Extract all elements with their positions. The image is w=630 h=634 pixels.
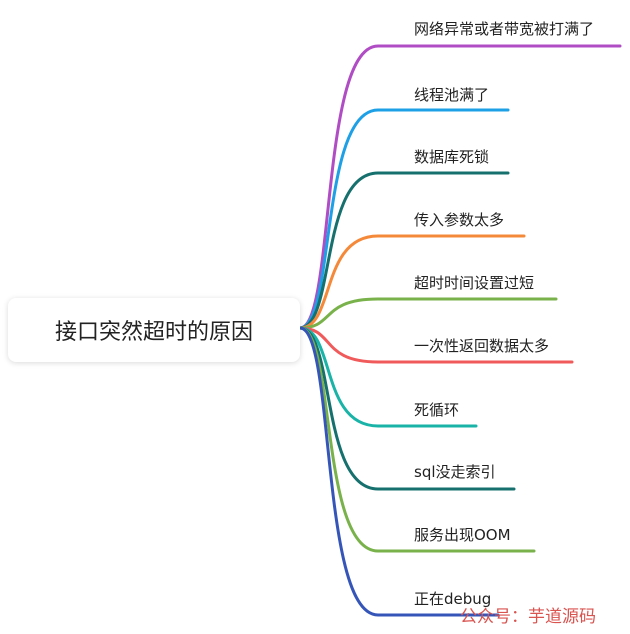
edge-deadlock bbox=[298, 171, 510, 330]
edge-infinite-loop bbox=[298, 326, 478, 428]
branch-node-too-many-params[interactable]: 传入参数太多 bbox=[414, 211, 505, 229]
branch-node-debug[interactable]: 正在debug bbox=[414, 590, 492, 608]
edge-too-much-data bbox=[298, 326, 574, 364]
branch-node-timeout-too-short[interactable]: 超时时间设置过短 bbox=[414, 274, 535, 292]
branch-node-deadlock[interactable]: 数据库死锁 bbox=[414, 148, 490, 166]
edge-debug bbox=[298, 326, 500, 617]
branch-node-threadpool[interactable]: 线程池满了 bbox=[414, 86, 490, 104]
branch-node-too-much-data[interactable]: 一次性返回数据太多 bbox=[414, 337, 550, 355]
branch-node-sql-no-index[interactable]: sql没走索引 bbox=[414, 463, 496, 481]
edge-threadpool bbox=[298, 108, 510, 330]
branch-node-infinite-loop[interactable]: 死循环 bbox=[414, 401, 460, 419]
root-node-label: 接口突然超时的原因 bbox=[54, 320, 253, 345]
watermark-text: 公众号：芋道源码 bbox=[460, 607, 596, 627]
edge-too-many-params bbox=[298, 234, 526, 330]
branch-node-oom[interactable]: 服务出现OOM bbox=[414, 526, 511, 544]
edge-timeout-too-short bbox=[298, 297, 558, 330]
branch-node-network[interactable]: 网络异常或者带宽被打满了 bbox=[414, 20, 595, 38]
root-node[interactable]: 接口突然超时的原因 bbox=[8, 298, 300, 362]
